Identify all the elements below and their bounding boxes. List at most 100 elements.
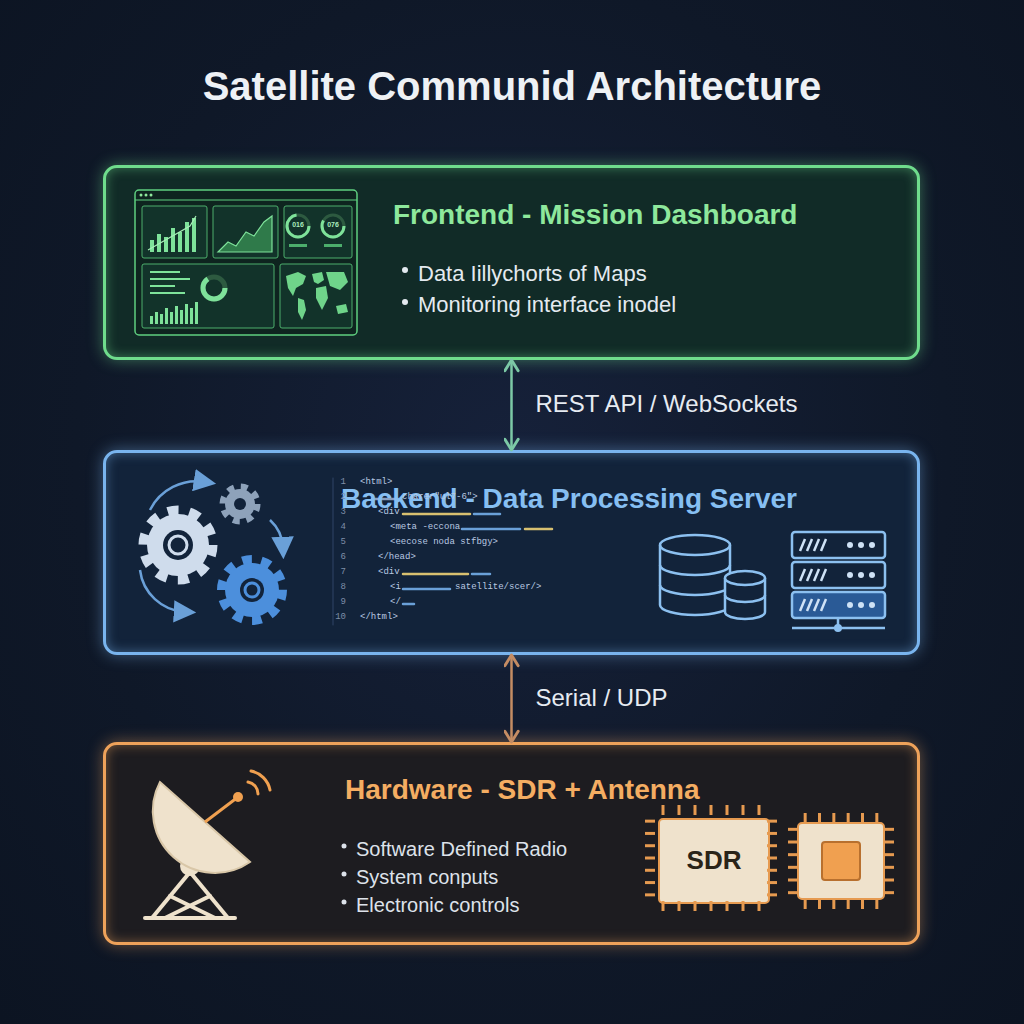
- server-rack: [847, 542, 853, 548]
- bullet-dot: [342, 844, 347, 849]
- dashboard-mockup: [289, 244, 307, 247]
- chip-pins: [678, 901, 681, 911]
- dashboard-mockup: [280, 264, 352, 328]
- dashboard-mockup: [135, 190, 357, 335]
- server-rack: [814, 599, 819, 611]
- chip-pins: [884, 891, 894, 894]
- chip-pins: [742, 901, 745, 911]
- edge-label: Serial / UDP: [536, 684, 668, 713]
- world-map: [298, 298, 306, 320]
- code-bar: [472, 573, 490, 576]
- dashboard-mockup: [150, 218, 196, 252]
- dashboard-mockup: [135, 200, 357, 201]
- code-text: charer"ul7-6">: [402, 493, 478, 502]
- bullet-dot: [402, 267, 408, 273]
- chip-pins: [884, 828, 894, 831]
- chip-icon: [822, 842, 860, 880]
- chip-pins: [788, 853, 798, 856]
- chip-pins: [645, 820, 655, 823]
- line-number: 10: [326, 613, 346, 622]
- chip-pins: [884, 841, 894, 844]
- database-icon: [725, 571, 765, 585]
- gear-icon: [147, 514, 209, 576]
- chip-pins: [788, 891, 798, 894]
- label-slot: <div: [378, 508, 400, 517]
- gauge-value: 016: [290, 221, 306, 229]
- dashboard-mockup: [203, 277, 225, 299]
- gear-icon: [163, 530, 193, 560]
- dashboard-mockup: [142, 264, 274, 328]
- line-number: 2: [326, 493, 346, 502]
- chip-pins: [767, 857, 777, 860]
- text-slot: Software Defined Radio: [356, 837, 567, 861]
- server-rack: [847, 572, 853, 578]
- connector-arrow: [510, 360, 513, 450]
- dashboard-mockup: [135, 190, 357, 335]
- dashboard-mockup: [170, 312, 173, 324]
- bullet-dot: [402, 299, 408, 305]
- chip-pins: [767, 820, 777, 823]
- dashboard-mockup: [140, 194, 143, 197]
- code-bar: [462, 528, 520, 531]
- dashboard-mockup: [150, 302, 198, 324]
- label-slot: 5: [326, 538, 346, 547]
- code-text: <i: [390, 583, 401, 592]
- server-rack: [858, 602, 864, 608]
- world-map: [286, 272, 306, 296]
- chip-pins: [875, 813, 878, 823]
- chip-pins: [645, 857, 655, 860]
- chip-pins: [710, 805, 713, 815]
- text-slot: Frontend - Mission Dashboard: [393, 198, 797, 232]
- chip-pins: [767, 893, 777, 896]
- label-slot: satellite/scer/>: [455, 583, 541, 592]
- dashboard-mockup: [192, 218, 196, 252]
- dashboard-mockup: [148, 216, 196, 250]
- text-slot: System conputs: [356, 865, 498, 889]
- chip-label: SDR: [687, 845, 742, 876]
- label-slot: 6: [326, 553, 346, 562]
- world-map: [312, 272, 324, 284]
- label-slot: 10: [326, 613, 346, 622]
- bullet-text: Software Defined Radio: [356, 837, 567, 861]
- server-rack: [834, 624, 842, 632]
- dashboard-mockup: [150, 271, 180, 273]
- dashboard-mockup: [142, 206, 207, 258]
- world-map: [286, 272, 348, 320]
- gear-icon: [169, 536, 187, 554]
- code-bar: [403, 588, 450, 591]
- line-number: 7: [326, 568, 346, 577]
- server-rack: [858, 572, 864, 578]
- text-slot: Monitoring interface inodel: [418, 292, 676, 318]
- chip-pins: [767, 832, 777, 835]
- line-number: 6: [326, 553, 346, 562]
- diagram-title: Satellite Communid Architecture: [0, 62, 1024, 110]
- server-rack: [869, 572, 875, 578]
- code-bar: [403, 603, 414, 606]
- gear-icon: [245, 583, 259, 597]
- label-slot: </html>: [360, 613, 398, 622]
- sdr-chip: SDR: [658, 818, 770, 904]
- chip-pins: [788, 866, 798, 869]
- chip-pins: [788, 841, 798, 844]
- chip-pins: [645, 832, 655, 835]
- database-icon: [725, 595, 765, 602]
- chip-pins: [758, 901, 761, 911]
- bullet-text: Electronic controls: [356, 893, 519, 917]
- label-slot: 8: [326, 583, 346, 592]
- chip-pins: [767, 869, 777, 872]
- code-bar: [403, 573, 468, 576]
- server-rack: [807, 599, 812, 611]
- dashboard-mockup: [180, 310, 183, 324]
- dashboard-mockup: [178, 232, 182, 252]
- bullet-dot: [342, 900, 347, 905]
- text-slot: Hardware - SDR + Antenna: [345, 773, 699, 807]
- edge-label: REST API / WebSockets: [536, 390, 798, 419]
- chip-pins: [758, 805, 761, 815]
- chip-pins: [645, 869, 655, 872]
- text-slot: Electronic controls: [356, 893, 519, 917]
- label-slot: 2: [326, 493, 346, 502]
- satellite-dish: [145, 916, 235, 920]
- chip-pins: [818, 899, 821, 909]
- gear-icon: [225, 489, 255, 519]
